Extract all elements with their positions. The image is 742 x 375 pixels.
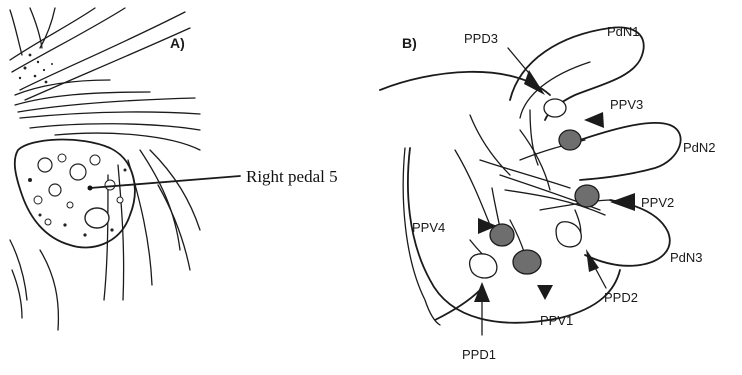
- panel-a-drawing: [10, 8, 240, 330]
- label-pdn2: PdN2: [683, 140, 716, 155]
- panel-a-label: A): [170, 35, 185, 51]
- label-ppd3: PPD3: [464, 31, 498, 46]
- label-pdn1: PdN1: [607, 24, 640, 39]
- cell-ppv2: [575, 185, 599, 207]
- cell-ppv3: [559, 130, 581, 150]
- panel-b-drawing: [380, 27, 681, 335]
- arrow-ppv2: [610, 193, 635, 211]
- label-ppv1: PPV1: [540, 313, 573, 328]
- cell-ppd3: [544, 99, 566, 117]
- arrow-ppv3: [584, 112, 604, 128]
- vesicles: [28, 154, 127, 237]
- cell-ppv1: [513, 250, 541, 274]
- label-ppv4: PPV4: [412, 220, 445, 235]
- panel-b-label: B): [402, 35, 417, 51]
- arrow-ppd1: [474, 282, 490, 302]
- arrow-ppv1: [537, 285, 553, 300]
- cell-ppd2: [556, 222, 581, 247]
- label-ppd2: PPD2: [604, 290, 638, 305]
- label-ppv3: PPV3: [610, 97, 643, 112]
- right-pedal-5-label: Right pedal 5: [246, 167, 338, 186]
- label-pdn3: PdN3: [670, 250, 703, 265]
- label-ppd1: PPD1: [462, 347, 496, 362]
- cell-ppd1: [470, 254, 497, 278]
- pointer-dot: [88, 186, 93, 191]
- arrow-ppd3: [524, 70, 545, 95]
- label-ppv2: PPV2: [641, 195, 674, 210]
